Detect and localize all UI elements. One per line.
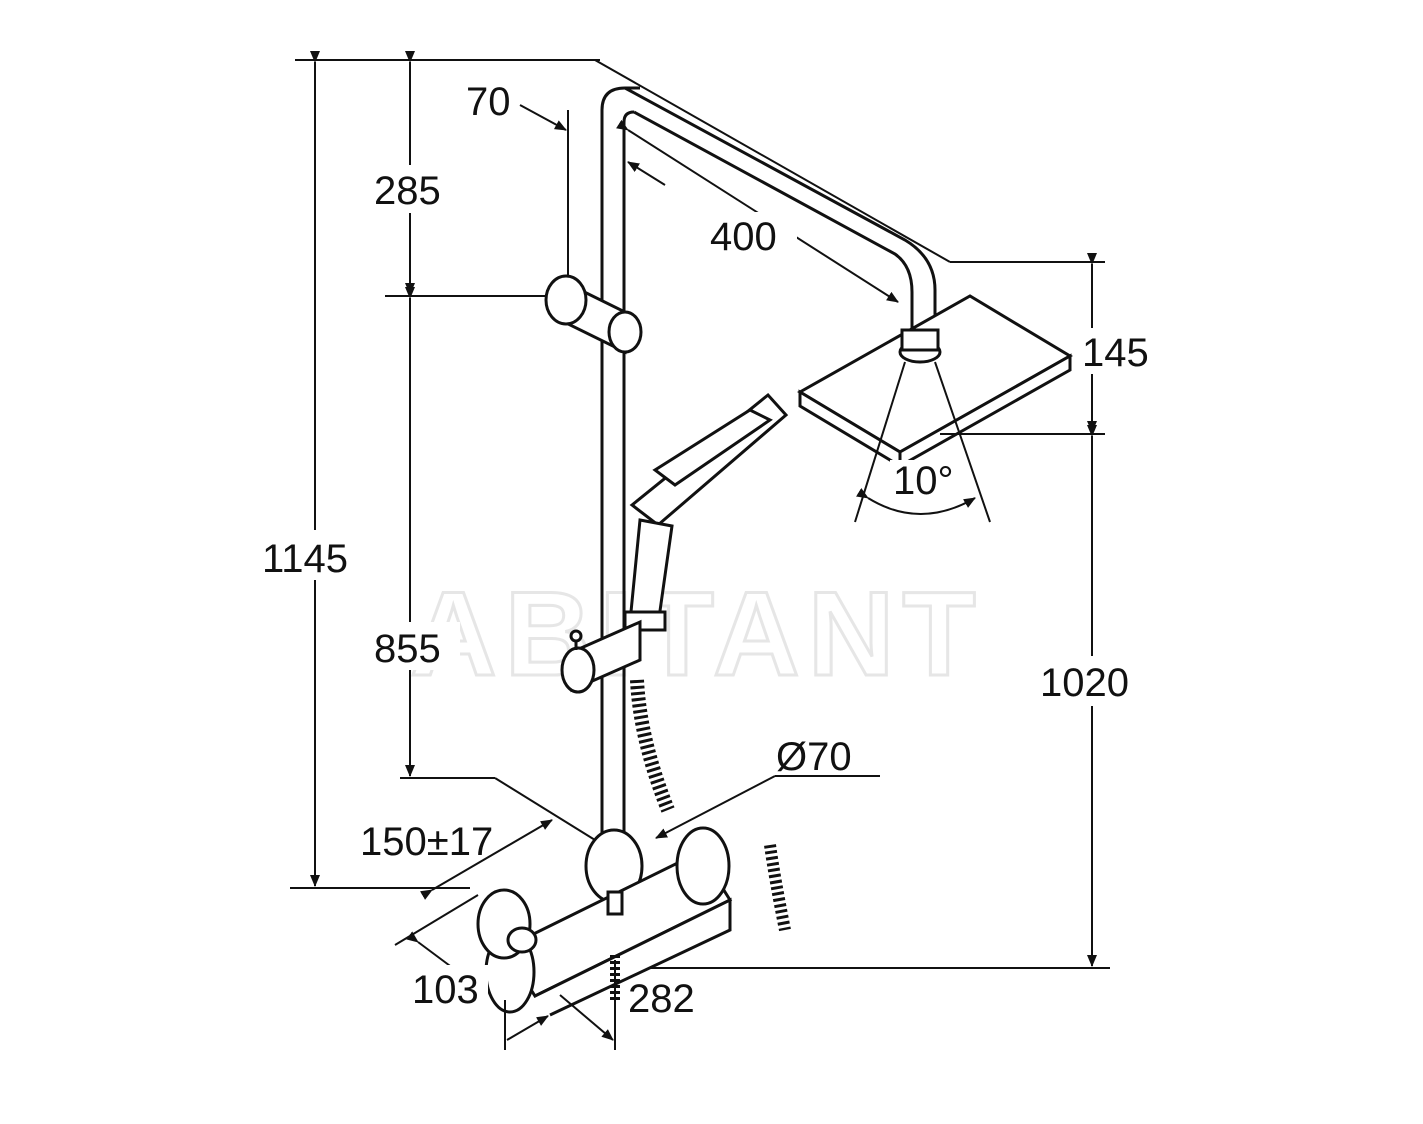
dimension-label-1145: 1145 — [262, 537, 348, 581]
dimension-70: 70 — [466, 80, 666, 278]
overhead-shower-head: 10° — [797, 294, 1073, 523]
dimension-1020: 1020 — [620, 425, 1146, 969]
dimension-label-70: 70 — [466, 80, 511, 124]
dimension-label-103: 103 — [412, 968, 479, 1012]
dimension-diameter-70: Ø70 — [655, 735, 880, 839]
dimension-label-282: 282 — [628, 977, 695, 1021]
dimension-label-285: 285 — [374, 169, 441, 213]
slider-bracket-lower — [560, 619, 642, 694]
dimension-label-400: 400 — [710, 215, 777, 259]
spray-angle-label: 10° — [893, 459, 954, 503]
shower-hose — [630, 679, 791, 932]
thermostatic-mixer — [476, 826, 733, 1017]
dimension-400: 400 — [616, 119, 899, 303]
dimension-label-1020: 1020 — [1040, 661, 1129, 705]
dimension-855: 855 — [370, 287, 596, 841]
dimension-label-145: 145 — [1082, 331, 1149, 375]
dimension-label-855: 855 — [374, 627, 441, 671]
dimension-label-150-17: 150±17 — [360, 820, 493, 864]
dimension-285: 285 — [370, 51, 560, 297]
watermark: ABITANT — [410, 567, 984, 701]
dimension-282: 282 — [504, 960, 695, 1050]
dimension-1145: 1145 — [255, 51, 600, 889]
dimension-103: 103 — [394, 894, 488, 1012]
hand-shower — [623, 392, 789, 632]
slider-bracket-top — [544, 274, 643, 355]
dimension-145: 145 — [940, 253, 1166, 435]
dimension-150-17: 150±17 — [360, 819, 553, 900]
dimension-label-diameter-70: Ø70 — [776, 735, 852, 779]
